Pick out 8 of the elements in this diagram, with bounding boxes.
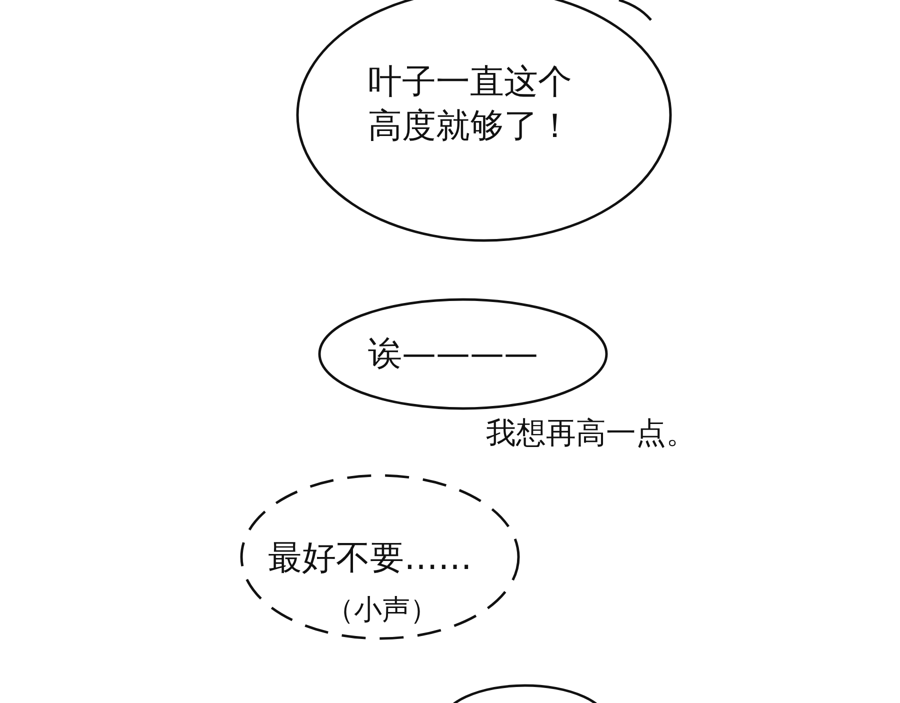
narration-text: 我想再高一点。	[486, 415, 696, 453]
speech-text: 叶子一直这个高度就够了！	[368, 61, 573, 148]
speech-bubble	[318, 298, 608, 410]
speech-bubble	[296, 0, 672, 242]
speech-text: 诶————	[368, 333, 539, 376]
speech-text: （小声）	[326, 592, 439, 628]
speech-bubble	[240, 474, 520, 640]
speech-text: 最好不要……	[268, 537, 473, 580]
